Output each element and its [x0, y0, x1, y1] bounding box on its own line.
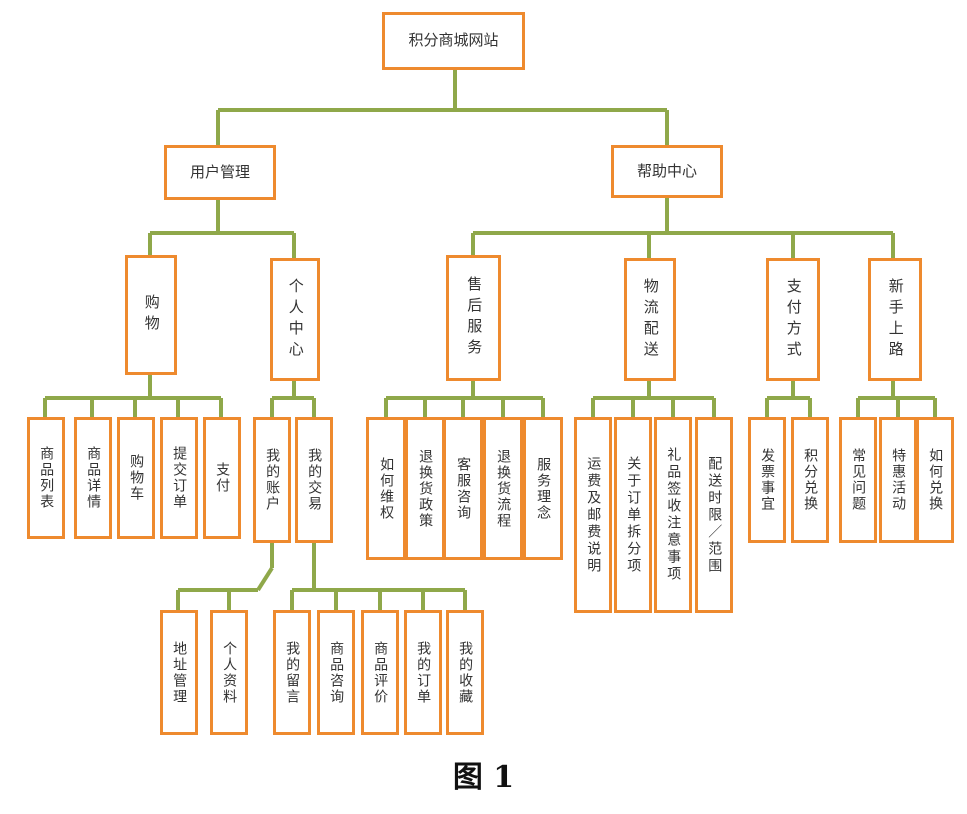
item-return-process: 退换货流程: [483, 417, 523, 560]
item-personal-info: 个人资料: [210, 610, 248, 735]
item-rights-protection: 如何维权: [366, 417, 406, 560]
item-product-list: 商品列表: [27, 417, 65, 539]
group-logistics: 物流配送: [624, 258, 676, 381]
item-my-favorites: 我的收藏: [446, 610, 484, 735]
item-return-policy: 退换货政策: [405, 417, 445, 560]
subgroup-my-transactions: 我的交易: [295, 417, 333, 543]
branch-user-management: 用户管理: [164, 145, 276, 200]
item-shopping-cart: 购物车: [117, 417, 155, 539]
root-node: 积分商城网站: [382, 12, 525, 70]
item-shipping-fees: 运费及邮费说明: [574, 417, 612, 613]
figure-caption: 图 1: [452, 760, 515, 795]
item-product-details: 商品详情: [74, 417, 112, 539]
group-after-sales: 售后服务: [446, 255, 501, 381]
item-order-split: 关于订单拆分项: [614, 417, 652, 613]
item-my-messages: 我的留言: [273, 610, 311, 735]
item-gift-receipt: 礼品签收注意事项: [654, 417, 692, 613]
item-faq: 常见问题: [839, 417, 877, 543]
group-payment-methods: 支付方式: [766, 258, 820, 381]
item-my-orders: 我的订单: [404, 610, 442, 735]
item-address-management: 地址管理: [160, 610, 198, 735]
item-delivery-range: 配送时限／范围: [695, 417, 733, 613]
group-personal-center: 个人中心: [270, 258, 320, 381]
item-how-to-redeem: 如何兑换: [916, 417, 954, 543]
item-invoice: 发票事宜: [748, 417, 786, 543]
branch-help-center: 帮助中心: [611, 145, 723, 198]
item-service-philosophy: 服务理念: [523, 417, 563, 560]
group-shopping: 购物: [125, 255, 177, 375]
connector: [256, 566, 274, 592]
item-points-exchange: 积分兑换: [791, 417, 829, 543]
group-beginners-guide: 新手上路: [868, 258, 922, 381]
item-submit-order: 提交订单: [160, 417, 198, 539]
item-product-inquiry: 商品咨询: [317, 610, 355, 735]
item-promotions: 特惠活动: [879, 417, 917, 543]
item-customer-service: 客服咨询: [443, 417, 483, 560]
item-payment: 支付: [203, 417, 241, 539]
item-product-review: 商品评价: [361, 610, 399, 735]
subgroup-my-account: 我的账户: [253, 417, 291, 543]
